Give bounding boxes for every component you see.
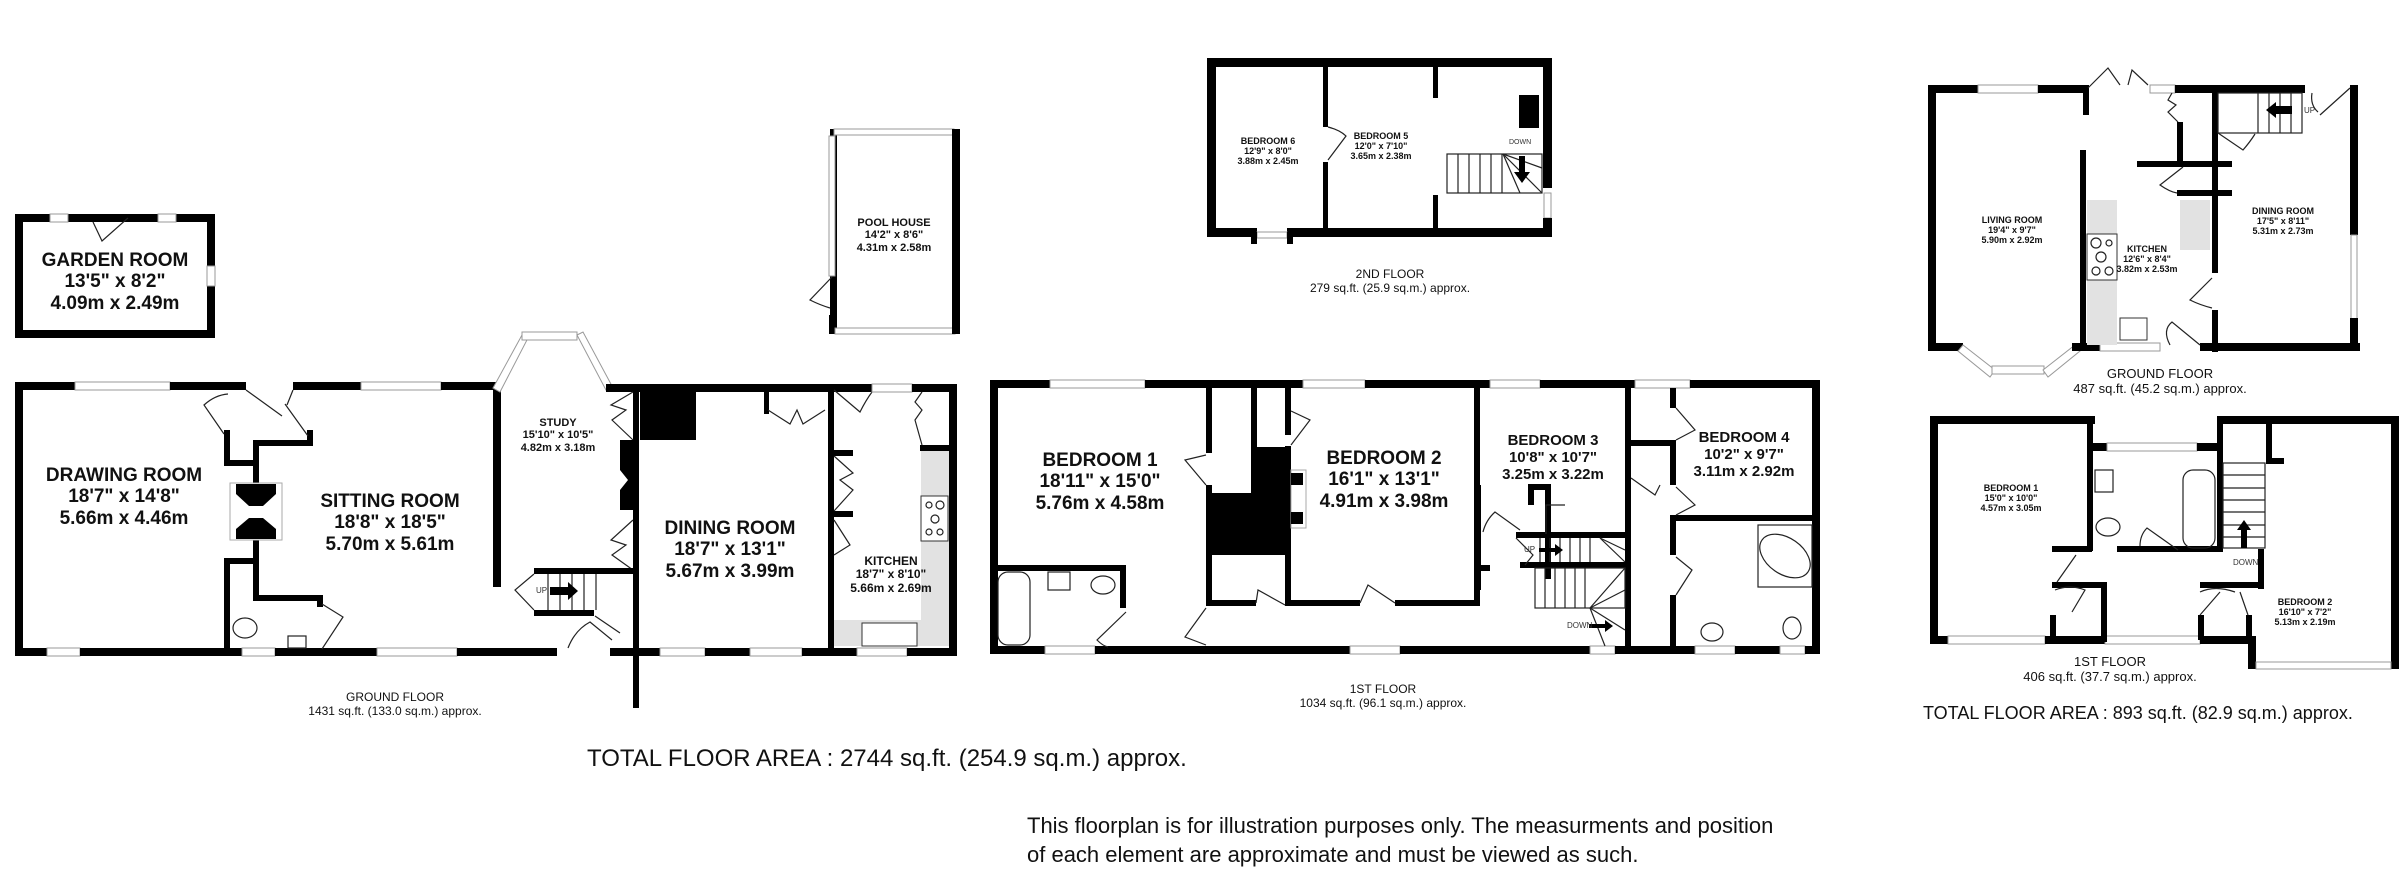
- room-name: BEDROOM 3: [1507, 432, 1599, 449]
- room-name: LIVING ROOM: [1981, 215, 2043, 225]
- room-imperial: 18'7" x 13'1": [674, 539, 786, 561]
- room-name: SITTING ROOM: [320, 491, 460, 512]
- room-label-kitchen-b: KITCHEN 12'6" x 8'4" 3.82m x 2.53m: [2116, 244, 2177, 274]
- room-imperial: 14'2" x 8'6": [864, 229, 924, 242]
- room-label-living-room: LIVING ROOM 19'4" x 9'7" 5.90m x 2.92m: [1981, 215, 2042, 245]
- room-label-bedroom-6: BEDROOM 6 12'9" x 8'0" 3.88m x 2.45m: [1237, 136, 1298, 166]
- disclaimer: This floorplan is for illustration purpo…: [1027, 813, 1774, 867]
- room-metric: 4.82m x 3.18m: [520, 441, 596, 454]
- room-name: BEDROOM 5: [1353, 131, 1409, 141]
- room-metric: 3.65m x 2.38m: [1350, 151, 1412, 162]
- room-metric: 5.76m x 4.58m: [1035, 492, 1165, 514]
- room-name: BEDROOM 1: [1042, 450, 1158, 471]
- room-metric: 3.88m x 2.45m: [1237, 156, 1299, 167]
- room-label-dining-room: DINING ROOM 18'7" x 13'1" 5.67m x 3.99m: [665, 518, 796, 582]
- room-imperial: 13'5" x 8'2": [64, 271, 166, 293]
- room-label-pool-house: POOL HOUSE 14'2" x 8'6" 4.31m x 2.58m: [857, 217, 932, 254]
- room-name: BEDROOM 2: [2277, 597, 2333, 607]
- room-name: STUDY: [539, 417, 577, 429]
- room-name: POOL HOUSE: [857, 217, 931, 229]
- room-metric: 5.70m x 5.61m: [325, 533, 455, 555]
- stair-up-label: UP: [2304, 106, 2316, 115]
- room-metric: 3.11m x 2.92m: [1693, 462, 1795, 480]
- room-imperial: 19'4" x 9'7": [1988, 225, 2036, 236]
- room-metric: 5.66m x 2.69m: [850, 580, 932, 595]
- room-label-bedroom-5: BEDROOM 5 12'0" x 7'10" 3.65m x 2.38m: [1350, 131, 1411, 161]
- second-floor-caption: 2ND FLOOR 279 sq.ft. (25.9 sq.m.) approx…: [1309, 267, 1471, 295]
- room-name: DINING ROOM: [2252, 206, 2314, 216]
- room-name: BEDROOM 6: [1240, 136, 1296, 146]
- stair-down-label: DOWN: [1509, 139, 1532, 146]
- ground-floor-caption: GROUND FLOOR 1431 sq.ft. (133.0 sq.m.) a…: [308, 690, 482, 718]
- room-label-sitting-room: SITTING ROOM 18'8" x 18'5" 5.70m x 5.61m: [320, 491, 459, 555]
- room-label-bedroom-1-b: BEDROOM 1 15'0" x 10'0" 4.57m x 3.05m: [1980, 483, 2041, 513]
- room-imperial: 15'10" x 10'5": [522, 429, 594, 442]
- room-imperial: 12'0" x 7'10": [1354, 141, 1408, 152]
- stair-down-label: DOWN: [1567, 621, 1593, 630]
- room-metric: 3.82m x 2.53m: [2116, 264, 2178, 275]
- ground-floor-caption-b: GROUND FLOOR 487 sq.ft. (45.2 sq.m.) app…: [2073, 366, 2247, 396]
- room-imperial: 15'0" x 10'0": [1984, 493, 2038, 504]
- room-imperial: 18'8" x 18'5": [334, 512, 446, 534]
- room-name: KITCHEN: [2126, 244, 2167, 254]
- total-floor-area-a: TOTAL FLOOR AREA : 2744 sq.ft. (254.9 sq…: [587, 745, 1187, 772]
- room-imperial: 12'9" x 8'0": [1244, 146, 1292, 157]
- room-label-kitchen: KITCHEN 18'7" x 8'10" 5.66m x 2.69m: [850, 554, 932, 595]
- room-imperial: 12'6" x 8'4": [2123, 254, 2171, 265]
- room-name: GARDEN ROOM: [41, 250, 189, 271]
- room-metric: 4.31m x 2.58m: [856, 241, 932, 254]
- room-name: BEDROOM 2: [1326, 448, 1442, 469]
- room-imperial: 10'2" x 9'7": [1704, 445, 1784, 463]
- room-imperial: 17'5" x 8'11": [2256, 216, 2310, 227]
- room-imperial: 10'8" x 10'7": [1508, 448, 1598, 466]
- room-label-bedroom-2: BEDROOM 2 16'1" x 13'1" 4.91m x 3.98m: [1320, 448, 1449, 512]
- first-floor-caption-b: 1ST FLOOR 406 sq.ft. (37.7 sq.m.) approx…: [2023, 654, 2197, 684]
- room-metric: 4.57m x 3.05m: [1980, 503, 2042, 514]
- room-imperial: 18'7" x 8'10": [855, 567, 927, 582]
- room-metric: 5.90m x 2.92m: [1981, 235, 2043, 246]
- room-metric: 5.67m x 3.99m: [665, 560, 795, 582]
- room-name: KITCHEN: [864, 554, 918, 568]
- stair-up-label: UP: [1524, 545, 1536, 554]
- room-label-garden-room: GARDEN ROOM 13'5" x 8'2" 4.09m x 2.49m: [42, 250, 189, 314]
- room-metric: 5.66m x 4.46m: [59, 507, 189, 529]
- stair-up-label: UP: [536, 586, 548, 595]
- room-label-bedroom-2-b: BEDROOM 2 16'10" x 7'2" 5.13m x 2.19m: [2274, 597, 2335, 627]
- room-imperial: 16'10" x 7'2": [2278, 607, 2332, 618]
- room-label-bedroom-1: BEDROOM 1 18'11" x 15'0" 5.76m x 4.58m: [1036, 450, 1165, 514]
- garden-room-outline: [15, 213, 216, 338]
- room-metric: 3.25m x 3.22m: [1502, 465, 1604, 483]
- room-name: DINING ROOM: [664, 518, 796, 539]
- room-imperial: 16'1" x 13'1": [1328, 469, 1440, 491]
- ground-floor-outline: [15, 58, 2399, 708]
- room-label-bedroom-3: BEDROOM 3 10'8" x 10'7" 3.25m x 3.22m: [1502, 432, 1604, 483]
- room-imperial: 18'7" x 14'8": [68, 486, 180, 508]
- room-label-dining-room-b: DINING ROOM 17'5" x 8'11" 5.31m x 2.73m: [2252, 206, 2314, 236]
- room-name: DRAWING ROOM: [45, 465, 203, 486]
- stair-down-label: DOWN: [2233, 558, 2259, 567]
- room-imperial: 18'11" x 15'0": [1039, 471, 1161, 493]
- room-metric: 5.13m x 2.19m: [2274, 617, 2336, 628]
- room-label-drawing-room: DRAWING ROOM 18'7" x 14'8" 5.66m x 4.46m: [46, 465, 202, 529]
- room-label-bedroom-4: BEDROOM 4 10'2" x 9'7" 3.11m x 2.92m: [1693, 429, 1795, 480]
- room-name: BEDROOM 1: [1983, 483, 2039, 493]
- room-name: BEDROOM 4: [1698, 429, 1790, 446]
- room-label-study: STUDY 15'10" x 10'5" 4.82m x 3.18m: [521, 417, 596, 454]
- room-metric: 4.91m x 3.98m: [1319, 490, 1449, 512]
- total-floor-area-b: TOTAL FLOOR AREA : 893 sq.ft. (82.9 sq.m…: [1923, 703, 2353, 723]
- room-metric: 4.09m x 2.49m: [50, 292, 180, 314]
- room-metric: 5.31m x 2.73m: [2252, 226, 2314, 237]
- first-floor-caption: 1ST FLOOR 1034 sq.ft. (96.1 sq.m.) appro…: [1299, 682, 1467, 710]
